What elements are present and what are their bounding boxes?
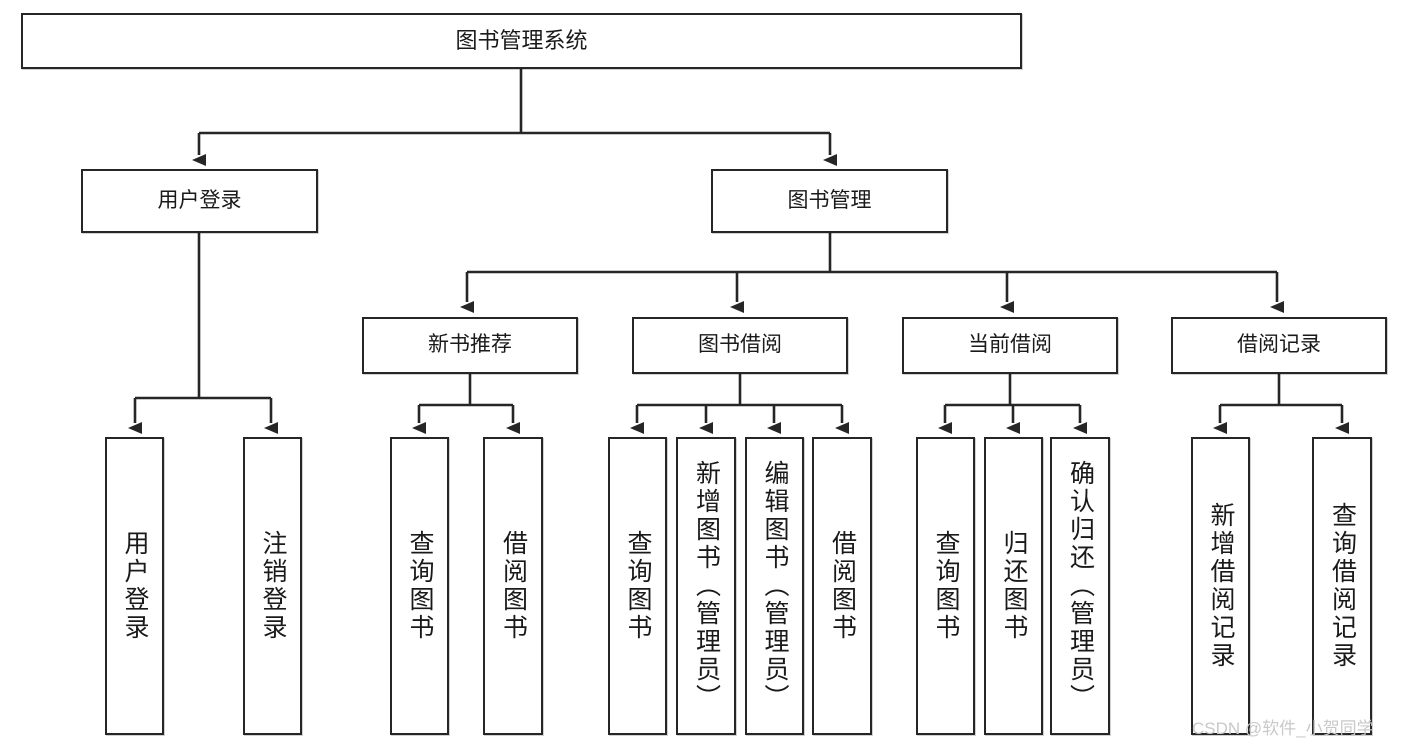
- node-user-login-label: 用户登录: [157, 188, 242, 212]
- node-leaf-borrow-book-1-label: 借阅图书: [499, 530, 528, 642]
- node-leaf-add-book-label: 新增图书（管理员）: [692, 460, 721, 712]
- node-leaf-query-book-1[interactable]: 查询图书: [390, 437, 449, 735]
- node-book-manage[interactable]: 图书管理: [711, 169, 948, 233]
- node-leaf-add-book[interactable]: 新增图书（管理员）: [676, 437, 736, 735]
- node-new-book-recommend[interactable]: 新书推荐: [362, 317, 578, 374]
- node-leaf-confirm-return[interactable]: 确认归还（管理员）: [1050, 437, 1110, 735]
- node-leaf-add-record[interactable]: 新增借阅记录: [1191, 437, 1250, 735]
- node-leaf-query-record[interactable]: 查询借阅记录: [1312, 437, 1372, 735]
- node-new-book-recommend-label: 新书推荐: [428, 333, 512, 357]
- node-borrow-record[interactable]: 借阅记录: [1171, 317, 1387, 374]
- node-borrow-record-label: 借阅记录: [1237, 333, 1321, 357]
- node-current-borrow[interactable]: 当前借阅: [902, 317, 1118, 374]
- node-leaf-query-record-label: 查询借阅记录: [1328, 502, 1357, 670]
- node-leaf-query-book-3[interactable]: 查询图书: [916, 437, 975, 735]
- node-leaf-query-book-3-label: 查询图书: [932, 530, 960, 642]
- node-user-login[interactable]: 用户登录: [81, 169, 318, 233]
- node-book-borrow-label: 图书借阅: [698, 333, 782, 357]
- node-leaf-borrow-book-1[interactable]: 借阅图书: [483, 437, 543, 735]
- node-leaf-borrow-book-2-label: 借阅图书: [828, 530, 857, 642]
- watermark: CSDN @软件_小贺同学: [1192, 719, 1374, 738]
- node-book-manage-label: 图书管理: [787, 188, 872, 212]
- node-root-label: 图书管理系统: [455, 28, 588, 54]
- node-leaf-add-record-label: 新增借阅记录: [1207, 502, 1235, 670]
- node-current-borrow-label: 当前借阅: [968, 333, 1052, 357]
- node-book-borrow[interactable]: 图书借阅: [632, 317, 848, 374]
- node-leaf-query-book-1-label: 查询图书: [406, 530, 434, 642]
- node-leaf-confirm-return-label: 确认归还（管理员）: [1066, 460, 1095, 712]
- node-leaf-logout[interactable]: 注销登录: [243, 437, 302, 735]
- node-leaf-logout-label: 注销登录: [259, 530, 287, 642]
- node-leaf-user-login-label: 用户登录: [121, 530, 149, 642]
- node-leaf-edit-book-label: 编辑图书（管理员）: [761, 460, 789, 712]
- node-leaf-return-book-label: 归还图书: [1000, 530, 1028, 642]
- node-leaf-query-book-2[interactable]: 查询图书: [608, 437, 667, 735]
- node-leaf-borrow-book-2[interactable]: 借阅图书: [812, 437, 872, 735]
- node-leaf-return-book[interactable]: 归还图书: [984, 437, 1043, 735]
- node-leaf-query-book-2-label: 查询图书: [624, 530, 652, 642]
- node-root[interactable]: 图书管理系统: [21, 13, 1022, 69]
- node-leaf-edit-book[interactable]: 编辑图书（管理员）: [745, 437, 804, 735]
- node-leaf-user-login[interactable]: 用户登录: [105, 437, 164, 735]
